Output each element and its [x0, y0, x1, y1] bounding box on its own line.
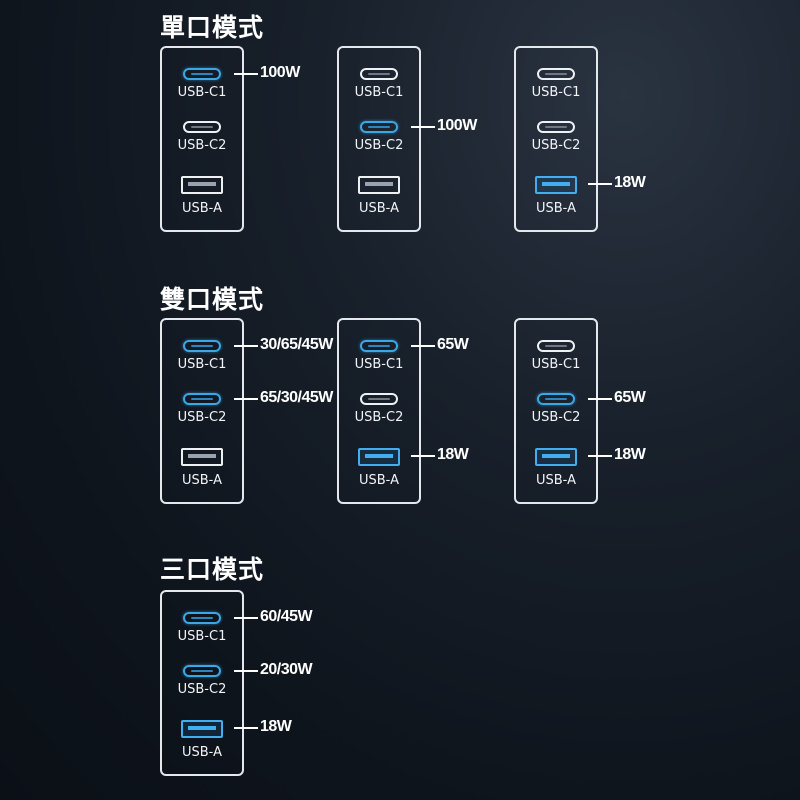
usb-c-port-icon: [183, 393, 221, 405]
port-label-c2: USB-C2: [354, 138, 404, 153]
connector-line: [234, 727, 258, 729]
usb-c-port-icon: [360, 121, 398, 133]
usb-c-port-icon: [360, 68, 398, 80]
wattage-label-c2: 20/30W: [260, 661, 313, 678]
port-label-c1: USB-C1: [177, 85, 227, 100]
port-label-a: USB-A: [359, 473, 399, 488]
connector-line: [588, 398, 612, 400]
port-label-c1: USB-C1: [531, 357, 581, 372]
wattage-label-c1: 100W: [260, 64, 300, 81]
usb-c-port-icon: [537, 68, 575, 80]
port-label-a: USB-A: [536, 201, 576, 216]
port-label-a: USB-A: [359, 201, 399, 216]
usb-a-port-icon: [535, 448, 577, 466]
wattage-label-c2: 65W: [614, 389, 646, 406]
port-label-c1: USB-C1: [177, 629, 227, 644]
wattage-label-c1: 30/65/45W: [260, 336, 333, 353]
port-label-c2: USB-C2: [177, 682, 227, 697]
connector-line: [234, 670, 258, 672]
section-title-triple: 三口模式: [160, 555, 265, 584]
port-label-a: USB-A: [536, 473, 576, 488]
connector-line: [234, 345, 258, 347]
usb-c-port-icon: [183, 340, 221, 352]
section-title-single: 單口模式: [160, 13, 265, 42]
port-label-c2: USB-C2: [177, 138, 227, 153]
usb-c-port-icon: [183, 665, 221, 677]
wattage-label-c1: 60/45W: [260, 608, 313, 625]
wattage-label-a: 18W: [260, 718, 292, 735]
usb-c-port-icon: [183, 612, 221, 624]
connector-line: [588, 183, 612, 185]
usb-c-port-icon: [183, 121, 221, 133]
port-label-c1: USB-C1: [354, 85, 404, 100]
connector-line: [234, 73, 258, 75]
usb-a-port-icon: [535, 176, 577, 194]
port-label-a: USB-A: [182, 745, 222, 760]
port-label-c2: USB-C2: [531, 410, 581, 425]
usb-c-port-icon: [360, 393, 398, 405]
usb-c-port-icon: [537, 393, 575, 405]
wattage-label-c1: 65W: [437, 336, 469, 353]
connector-line: [588, 455, 612, 457]
port-label-c1: USB-C1: [177, 357, 227, 372]
wattage-label-a: 18W: [614, 446, 646, 463]
connector-line: [411, 126, 435, 128]
usb-a-port-icon: [181, 448, 223, 466]
port-label-a: USB-A: [182, 201, 222, 216]
port-label-c2: USB-C2: [531, 138, 581, 153]
usb-c-port-icon: [537, 340, 575, 352]
connector-line: [411, 345, 435, 347]
port-label-c2: USB-C2: [354, 410, 404, 425]
usb-a-port-icon: [358, 448, 400, 466]
usb-c-port-icon: [183, 68, 221, 80]
port-label-c1: USB-C1: [354, 357, 404, 372]
usb-a-port-icon: [181, 720, 223, 738]
wattage-label-c2: 100W: [437, 117, 477, 134]
connector-line: [411, 455, 435, 457]
usb-a-port-icon: [181, 176, 223, 194]
port-label-c1: USB-C1: [531, 85, 581, 100]
section-title-dual: 雙口模式: [160, 285, 265, 314]
usb-c-port-icon: [537, 121, 575, 133]
connector-line: [234, 398, 258, 400]
usb-c-port-icon: [360, 340, 398, 352]
port-label-c2: USB-C2: [177, 410, 227, 425]
port-label-a: USB-A: [182, 473, 222, 488]
wattage-label-a: 18W: [437, 446, 469, 463]
usb-a-port-icon: [358, 176, 400, 194]
wattage-label-c2: 65/30/45W: [260, 389, 333, 406]
wattage-label-a: 18W: [614, 174, 646, 191]
connector-line: [234, 617, 258, 619]
